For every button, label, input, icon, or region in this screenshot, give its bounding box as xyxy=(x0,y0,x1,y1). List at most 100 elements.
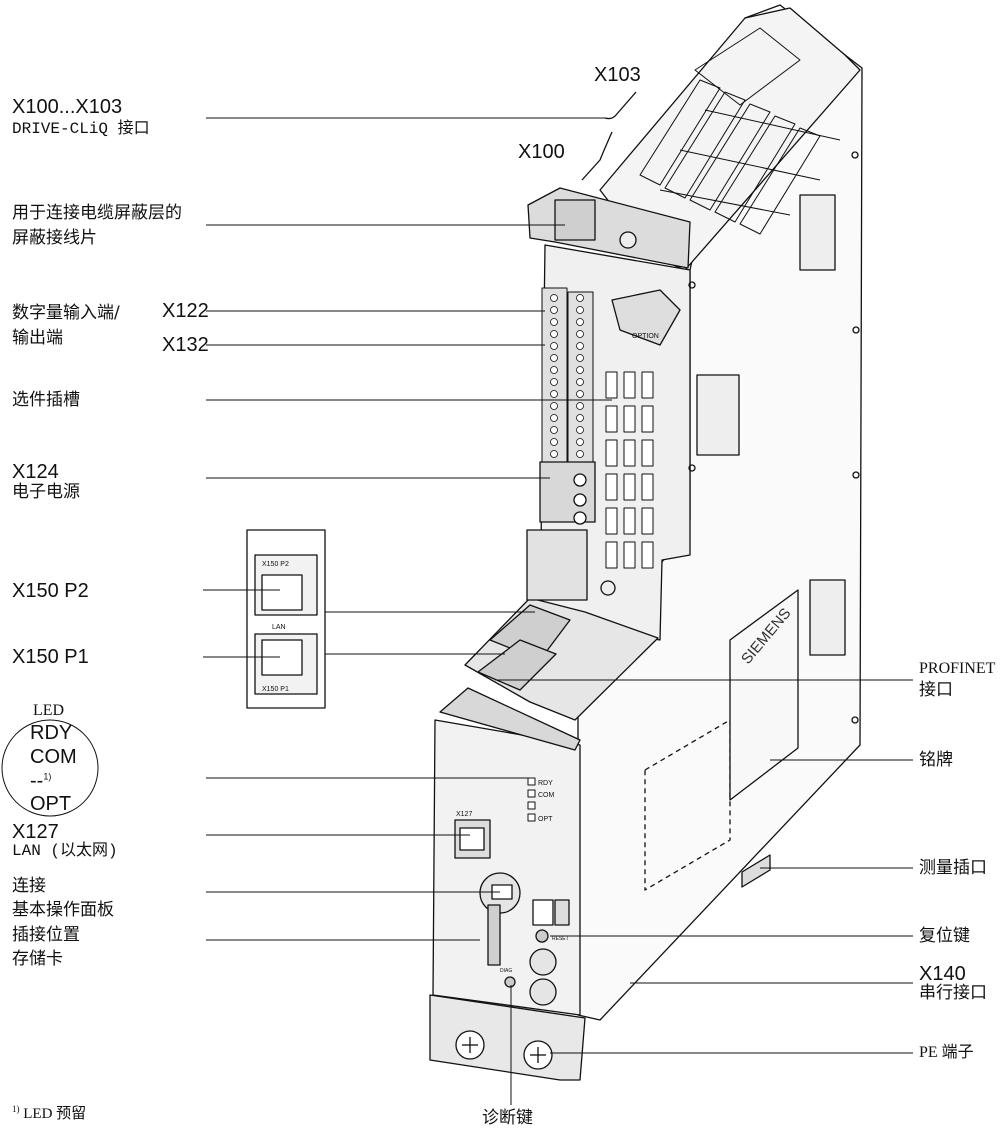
slot-vent xyxy=(605,439,618,467)
label-shield-line2: 屏蔽接线片 xyxy=(12,228,97,248)
terminal-dot xyxy=(576,306,584,314)
label-led-note-mark: 1) xyxy=(43,771,52,782)
terminal-dot xyxy=(576,342,584,350)
serial-port-1 xyxy=(529,948,557,976)
label-x150-p1: X150 P1 xyxy=(12,646,89,668)
label-x127: X127 xyxy=(12,821,59,843)
label-x122: X122 xyxy=(162,300,209,322)
label-profinet-line2: 接口 xyxy=(919,680,953,700)
label-nameplate: 铭牌 xyxy=(919,750,953,770)
slot-vent xyxy=(641,405,654,433)
label-diag-key: 诊断键 xyxy=(482,1108,533,1128)
slot-vent xyxy=(605,405,618,433)
mark-com: COM xyxy=(538,792,555,799)
led-callout-circle xyxy=(1,719,99,817)
terminal-dot xyxy=(576,402,584,410)
label-profinet-line1: PROFINET xyxy=(919,660,996,677)
x100-x103-brace xyxy=(604,91,637,120)
option-slot-grid xyxy=(605,371,654,569)
label-pe: PE 端子 xyxy=(919,1044,974,1061)
terminal-dot xyxy=(576,354,584,362)
label-power-supply: 电子电源 xyxy=(12,482,80,502)
terminal-dot xyxy=(550,414,558,422)
slot-vent xyxy=(623,507,636,535)
terminal-dot xyxy=(550,402,558,410)
footnote: 1) LED 预留 xyxy=(12,1104,86,1123)
label-bop-line1: 连接 xyxy=(12,876,46,896)
terminal-dot xyxy=(550,378,558,386)
label-led-com: COM xyxy=(30,746,77,768)
terminal-dot xyxy=(576,390,584,398)
slot-vent xyxy=(605,541,618,569)
top-vent-grid xyxy=(639,27,841,235)
label-x103-top: X103 xyxy=(594,64,641,86)
terminal-dot xyxy=(576,294,584,302)
label-serial: 串行接口 xyxy=(919,983,987,1003)
label-led-rdy: RDY xyxy=(30,722,73,744)
terminal-strips xyxy=(541,287,594,464)
label-reset: 复位键 xyxy=(919,926,970,946)
terminal-dot xyxy=(550,294,558,302)
option-cover xyxy=(611,289,681,346)
terminal-dot xyxy=(576,330,584,338)
terminal-dot xyxy=(576,318,584,326)
reset-button xyxy=(535,929,549,943)
terminal-dot xyxy=(550,450,558,458)
terminal-dot xyxy=(576,450,584,458)
label-memory-card-line2: 存储卡 xyxy=(12,949,63,969)
diag-button xyxy=(504,976,516,988)
label-led-dash: -- xyxy=(30,770,44,792)
terminal-dot xyxy=(550,426,558,434)
mark-x150-p2: X150 P2 xyxy=(262,561,289,568)
footnote-text: LED 预留 xyxy=(23,1106,87,1122)
footnote-mark: 1) xyxy=(12,1104,20,1114)
mark-reset: RESET xyxy=(552,936,569,942)
label-lan-ethernet: LAN (以太网) xyxy=(12,842,118,860)
label-x132: X132 xyxy=(162,334,209,356)
terminal-dots xyxy=(550,294,584,458)
label-bop-line2: 基本操作面板 xyxy=(12,900,114,920)
terminal-dot xyxy=(550,342,558,350)
slot-vent xyxy=(623,541,636,569)
terminal-dot xyxy=(550,390,558,398)
terminal-dot xyxy=(550,318,558,326)
terminal-dot xyxy=(576,366,584,374)
mark-lan: LAN xyxy=(272,624,286,631)
label-digital-io-line2: 输出端 xyxy=(12,328,63,348)
slot-vent xyxy=(605,507,618,535)
terminal-dot xyxy=(576,414,584,422)
slot-vent xyxy=(641,371,654,399)
memory-card-slot xyxy=(487,904,501,966)
label-x100-x103: X100...X103 xyxy=(12,96,123,118)
label-measure: 测量插口 xyxy=(919,858,987,878)
label-shield-line1: 用于连接电缆屏蔽层的 xyxy=(12,203,182,223)
terminal-dot xyxy=(550,354,558,362)
label-led-opt: OPT xyxy=(30,793,72,815)
label-x150-p2: X150 P2 xyxy=(12,580,89,602)
x124-terminal xyxy=(539,461,596,523)
mark-x127: X127 xyxy=(456,811,472,818)
slot-vent xyxy=(641,473,654,501)
terminal-dot xyxy=(576,378,584,386)
slot-vent xyxy=(605,473,618,501)
label-x100-top: X100 xyxy=(518,141,565,163)
label-x140: X140 xyxy=(919,963,966,985)
mark-x150-p1: X150 P1 xyxy=(262,686,289,693)
slot-vent xyxy=(623,473,636,501)
terminal-dot xyxy=(550,366,558,374)
mark-opt: OPT xyxy=(538,816,553,823)
nameplate xyxy=(729,589,799,801)
mark-option: OPTION xyxy=(632,333,659,340)
terminal-dot xyxy=(550,306,558,314)
label-memory-card-line1: 插接位置 xyxy=(12,925,80,945)
slot-vent xyxy=(641,439,654,467)
label-led-title: LED xyxy=(33,702,65,719)
slot-vent xyxy=(641,541,654,569)
label-area-dashed xyxy=(644,719,731,891)
terminal-dot xyxy=(550,438,558,446)
slot-vent xyxy=(623,371,636,399)
mark-diag: DIAG xyxy=(500,968,512,974)
terminal-dot xyxy=(550,330,558,338)
